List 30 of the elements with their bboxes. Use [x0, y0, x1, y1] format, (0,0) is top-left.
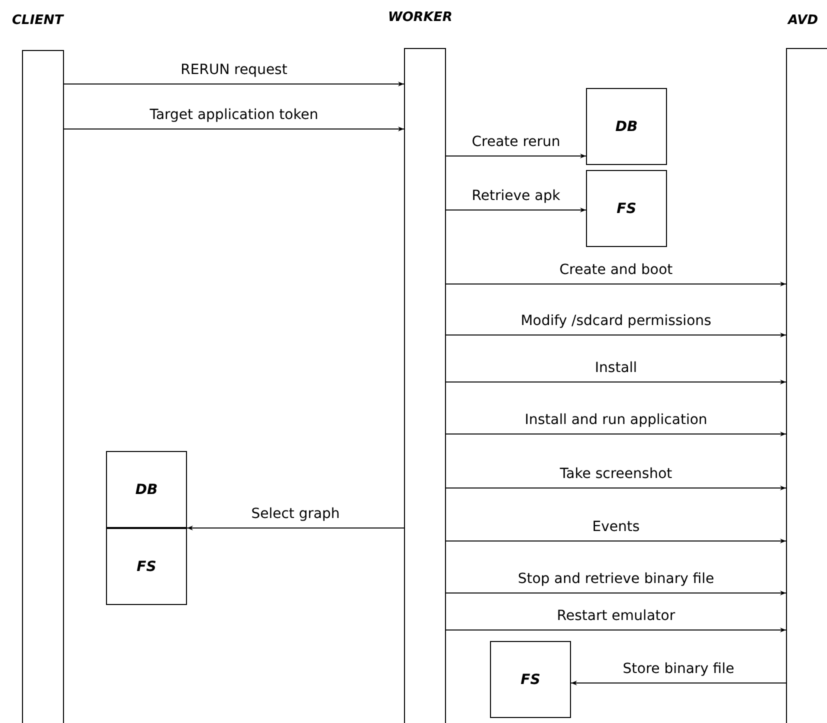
- arrow: [446, 628, 786, 632]
- arrow: [446, 432, 786, 436]
- edge-label: Store binary file: [622, 661, 736, 678]
- edge-label: Target application token: [148, 107, 320, 124]
- edge-label: Stop and retrieve binary file: [516, 571, 716, 588]
- arrow: [446, 538, 786, 544]
- edge-label: Modify /sdcard permissions: [520, 313, 712, 330]
- storage-box: FS: [106, 528, 187, 605]
- arrow: [446, 486, 786, 490]
- storage-box: DB: [586, 88, 667, 165]
- storage-box: DB: [106, 451, 187, 528]
- arrow: [446, 208, 586, 212]
- edge-label: RERUN request: [180, 62, 288, 79]
- edge-label: Retrieve apk: [470, 188, 562, 205]
- arrow: [446, 590, 786, 596]
- lifeline-heading: WORKER: [388, 10, 452, 25]
- edge-label: Install and run application: [524, 412, 708, 429]
- arrow: [64, 126, 404, 132]
- lifeline-heading: AVD: [788, 13, 818, 28]
- lifeline-heading: CLIENT: [12, 13, 64, 28]
- arrow: [446, 282, 786, 286]
- arrow: [186, 526, 404, 530]
- arrow: [64, 82, 404, 86]
- arrow: [570, 680, 786, 686]
- arrow: [446, 154, 586, 158]
- arrow: [446, 332, 786, 338]
- edge-label: Select graph: [250, 506, 341, 523]
- storage-box: FS: [490, 641, 571, 718]
- arrow: [446, 380, 786, 384]
- storage-box: FS: [586, 170, 667, 247]
